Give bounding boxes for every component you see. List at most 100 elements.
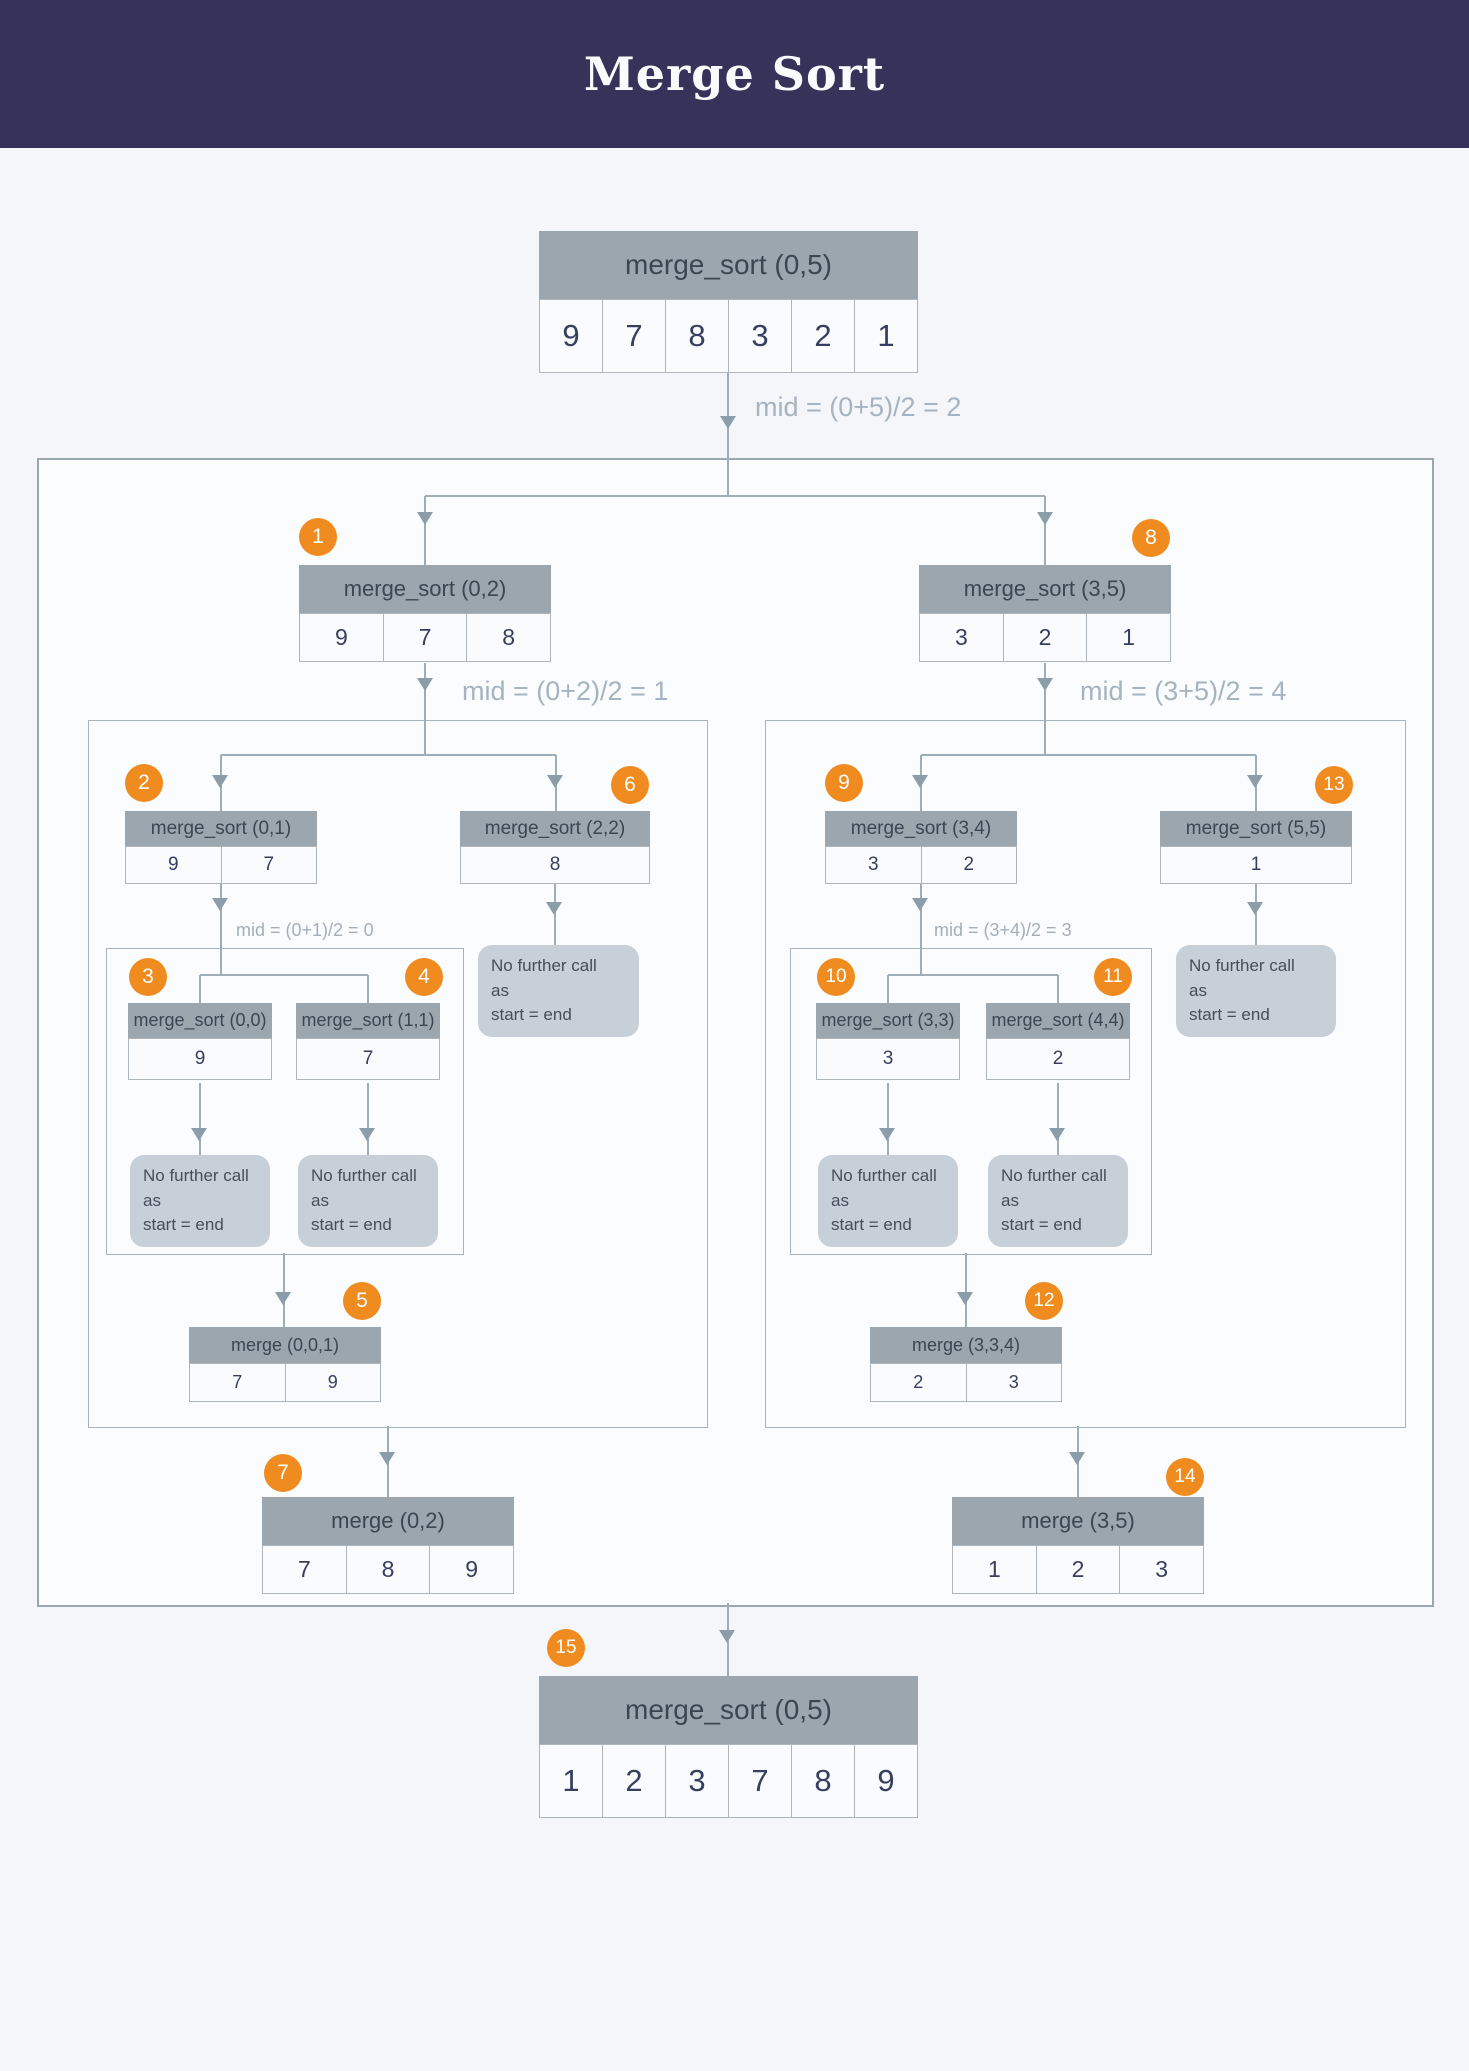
step-badge-11: 11 xyxy=(1094,958,1132,996)
array-cell: 3 xyxy=(728,299,792,373)
array-cell: 7 xyxy=(728,1744,792,1818)
array-cell: 9 xyxy=(284,1363,381,1402)
mid-annotation-0-1: mid = (0+1)/2 = 0 xyxy=(236,920,374,940)
node-title: merge_sort (5,5) xyxy=(1160,811,1352,846)
array-cell: 1 xyxy=(854,299,918,373)
title-band: Merge Sort xyxy=(0,0,1469,148)
connector-line xyxy=(1044,496,1046,566)
arrow-down-icon xyxy=(212,898,228,911)
node-merge-3-3-4: merge (3,3,4) 2 3 xyxy=(870,1327,1062,1402)
node-merge-0-0-1: merge (0,0,1) 7 9 xyxy=(189,1327,381,1402)
no-further-call-note: No further call as start = end xyxy=(988,1155,1128,1247)
array-row: 3 2 xyxy=(825,846,1017,884)
connector-line xyxy=(425,495,1045,497)
array-cell: 2 xyxy=(870,1363,967,1402)
connector-line xyxy=(221,754,556,756)
arrow-down-icon xyxy=(359,1128,375,1141)
array-row: 3 xyxy=(816,1038,960,1080)
no-further-call-note: No further call as start = end xyxy=(130,1155,270,1247)
array-row: 1 xyxy=(1160,846,1352,884)
connector-line xyxy=(1057,975,1059,1003)
connector-line xyxy=(887,1083,889,1155)
arrow-down-icon xyxy=(912,898,928,911)
step-badge-10: 10 xyxy=(817,958,855,996)
arrow-down-icon xyxy=(912,775,928,788)
step-badge-13: 13 xyxy=(1315,766,1353,804)
no-further-call-note: No further call as start = end xyxy=(818,1155,958,1247)
mid-annotation-0-2: mid = (0+2)/2 = 1 xyxy=(462,676,669,706)
array-cell: 2 xyxy=(791,299,855,373)
node-merge-sort-0-0: merge_sort (0,0) 9 xyxy=(128,1003,272,1080)
array-row: 2 xyxy=(986,1038,1130,1080)
connector-line xyxy=(1057,1083,1059,1155)
arrow-down-icon xyxy=(1049,1128,1065,1141)
array-cell: 1 xyxy=(1086,613,1172,662)
node-title: merge (0,0,1) xyxy=(189,1327,381,1363)
array-cell: 9 xyxy=(128,1038,272,1080)
array-cell: 8 xyxy=(460,846,650,884)
array-cell: 7 xyxy=(296,1038,440,1080)
array-cell: 8 xyxy=(345,1545,431,1594)
connector-line xyxy=(424,496,426,565)
array-cell: 8 xyxy=(466,613,552,662)
mid-annotation-0-5: mid = (0+5)/2 = 2 xyxy=(755,392,962,422)
arrow-down-icon xyxy=(417,512,433,525)
connector-line xyxy=(888,974,1058,976)
array-cell: 2 xyxy=(986,1038,1130,1080)
step-badge-5: 5 xyxy=(343,1282,381,1320)
array-row: 7 9 xyxy=(189,1363,381,1402)
node-title: merge_sort (3,4) xyxy=(825,811,1017,846)
step-badge-14: 14 xyxy=(1166,1458,1204,1496)
arrow-down-icon xyxy=(719,1630,735,1643)
no-further-call-note: No further call as start = end xyxy=(1176,945,1336,1037)
connector-line xyxy=(367,1083,369,1155)
array-row: 9 7 xyxy=(125,846,317,884)
connector-line xyxy=(199,1083,201,1155)
connector-line xyxy=(220,883,222,975)
connector-line xyxy=(199,975,201,1003)
connector-line xyxy=(965,1253,967,1327)
step-badge-2: 2 xyxy=(125,764,163,802)
array-row: 7 8 9 xyxy=(262,1545,515,1594)
array-cell: 7 xyxy=(602,299,666,373)
arrow-down-icon xyxy=(1037,678,1053,691)
node-merge-sort-4-4: merge_sort (4,4) 2 xyxy=(986,1003,1130,1080)
arrow-down-icon xyxy=(1247,775,1263,788)
array-cell: 7 xyxy=(220,846,317,884)
arrow-down-icon xyxy=(879,1128,895,1141)
node-title: merge_sort (0,1) xyxy=(125,811,317,846)
node-title: merge_sort (4,4) xyxy=(986,1003,1130,1038)
array-row: 2 3 xyxy=(870,1363,1062,1402)
node-title: merge_sort (0,0) xyxy=(128,1003,272,1038)
array-cell: 3 xyxy=(816,1038,960,1080)
node-merge-sort-0-1: merge_sort (0,1) 9 7 xyxy=(125,811,317,884)
array-cell: 1 xyxy=(1160,846,1352,884)
array-cell: 8 xyxy=(665,299,729,373)
mid-annotation-3-5: mid = (3+5)/2 = 4 xyxy=(1080,676,1287,706)
array-cell: 3 xyxy=(665,1744,729,1818)
node-title: merge_sort (0,5) xyxy=(539,1676,918,1744)
array-row: 8 xyxy=(460,846,650,884)
array-cell: 9 xyxy=(854,1744,918,1818)
node-merge-sort-3-3: merge_sort (3,3) 3 xyxy=(816,1003,960,1080)
node-merge-sort-2-2: merge_sort (2,2) 8 xyxy=(460,811,650,884)
step-badge-6: 6 xyxy=(611,766,649,804)
arrow-down-icon xyxy=(212,775,228,788)
array-cell: 3 xyxy=(965,1363,1062,1402)
node-merge-sort-0-2: merge_sort (0,2) 9 7 8 xyxy=(299,565,552,662)
no-further-call-note: No further call as start = end xyxy=(478,945,639,1037)
arrow-down-icon xyxy=(1037,512,1053,525)
array-row: 9 xyxy=(128,1038,272,1080)
node-merge-sort-5-5: merge_sort (5,5) 1 xyxy=(1160,811,1352,884)
node-title: merge_sort (3,3) xyxy=(816,1003,960,1038)
node-title: merge_sort (0,5) xyxy=(539,231,918,299)
array-row: 3 2 1 xyxy=(919,613,1172,662)
arrow-down-icon xyxy=(1247,902,1263,915)
connector-line xyxy=(200,974,368,976)
connector-line xyxy=(920,883,922,975)
arrow-down-icon xyxy=(957,1292,973,1305)
arrow-down-icon xyxy=(720,416,736,429)
arrow-down-icon xyxy=(547,775,563,788)
connector-line xyxy=(424,663,426,755)
step-badge-4: 4 xyxy=(405,958,443,996)
